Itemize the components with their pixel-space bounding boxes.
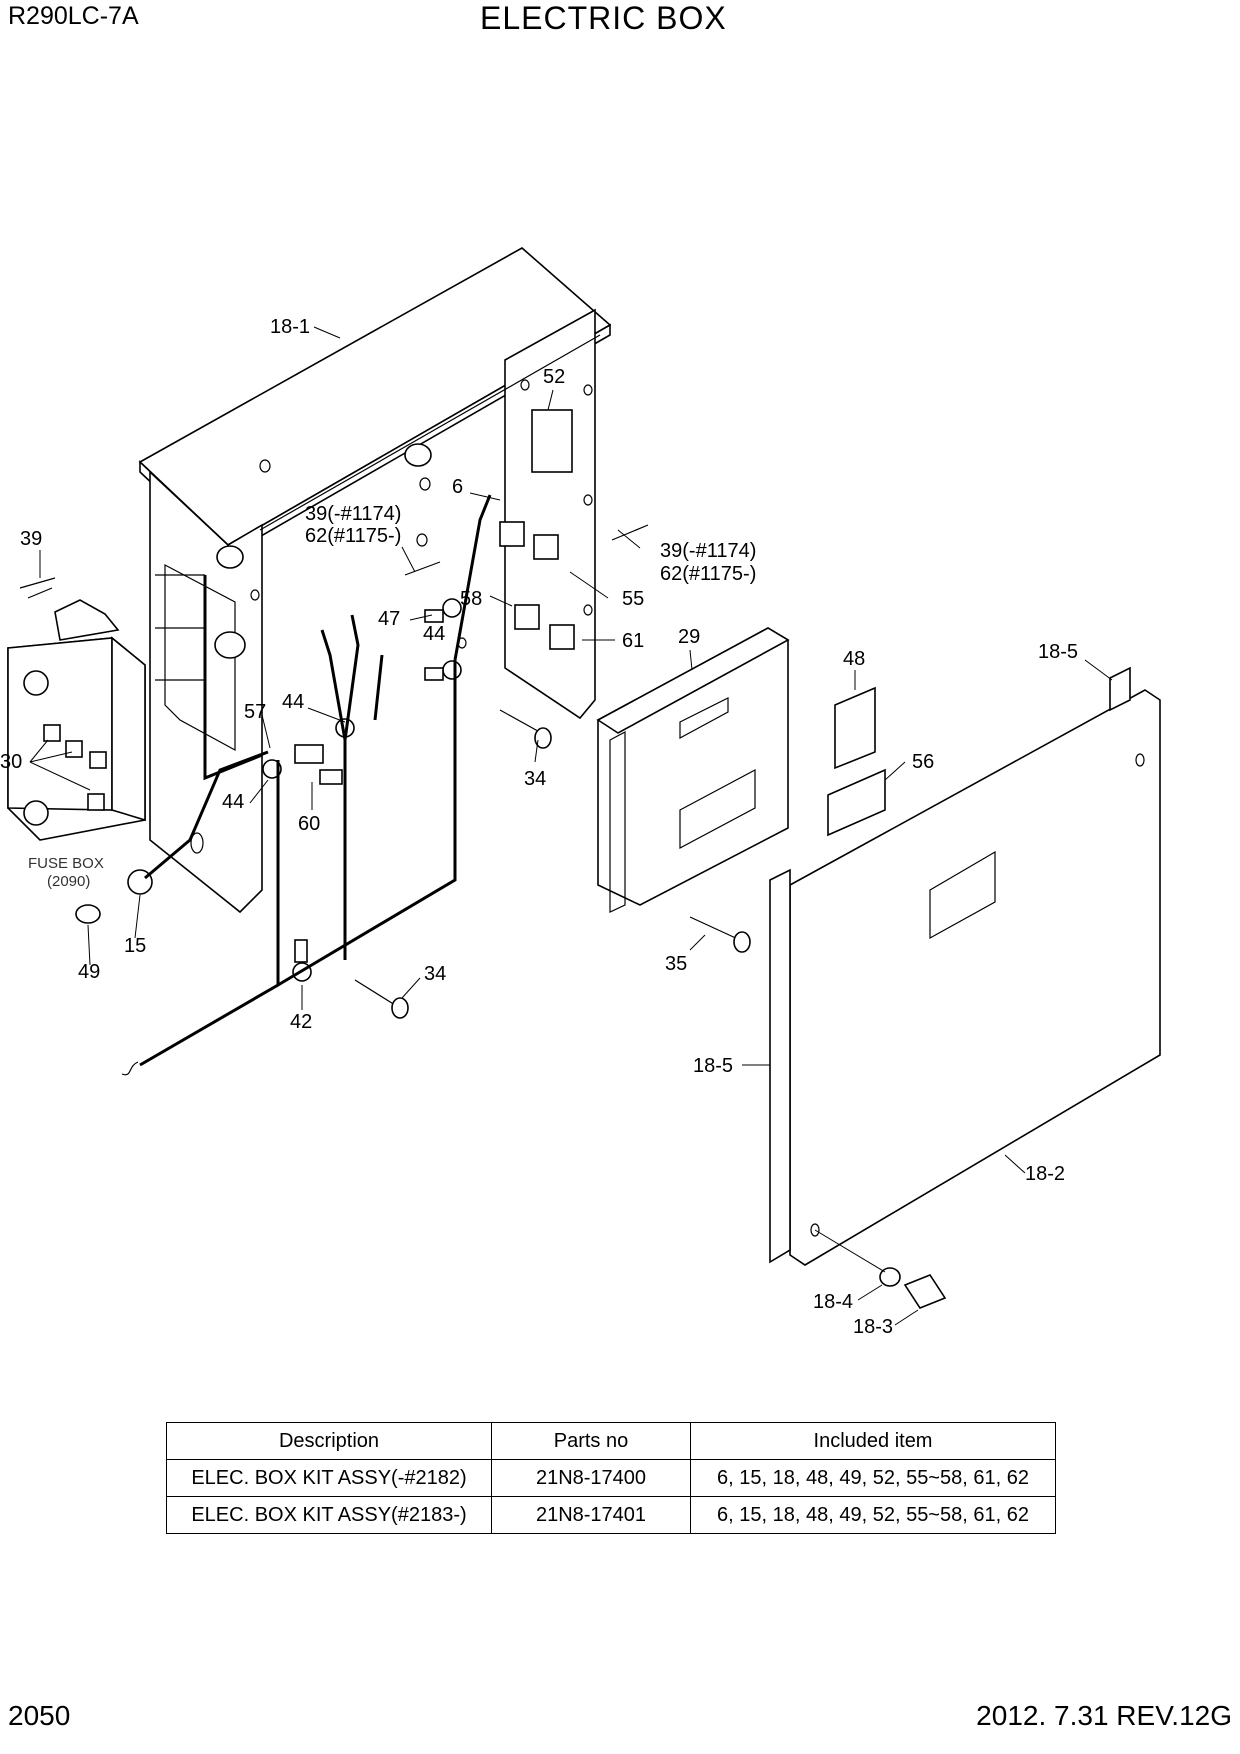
cell-description: ELEC. BOX KIT ASSY(#2183-) [166,1496,492,1534]
callout-18-1: 18-1 [270,316,310,338]
callout-44-lower: 44 [222,791,244,813]
callout-62-upper-2: 62(#1175-) [305,525,401,547]
callout-61: 61 [622,630,644,652]
callout-58: 58 [460,588,482,610]
parts-kit-table: Description Parts no Included item ELEC.… [166,1422,1056,1534]
callout-44-middle: 44 [282,691,304,713]
callout-18-4: 18-4 [813,1291,853,1313]
label-plate-48 [834,686,876,770]
callout-47: 47 [378,608,400,630]
page-number: 2050 [8,1700,71,1731]
callout-48: 48 [843,648,865,670]
callout-57: 57 [244,701,266,723]
cell-parts-no: 21N8-17401 [491,1496,691,1534]
callout-55: 55 [622,588,644,610]
callout-29: 29 [678,626,700,648]
callout-44-upper: 44 [423,623,445,645]
column-header-included-item: Included item [690,1422,1056,1460]
fuse-box [7,599,146,841]
callout-39: 39 [20,528,42,550]
callout-34-lower: 34 [424,963,446,985]
model-number: R290LC-7A [8,2,139,30]
fuse-box-ref: (2090) [47,873,90,890]
callout-labels: 18-1 52 6 39(-#1174) 62(#1175-) 39(-#117… [0,316,1078,1338]
callout-18-3: 18-3 [853,1316,893,1338]
callout-35: 35 [665,953,687,975]
callout-18-5-left: 18-5 [693,1055,733,1077]
callout-56: 56 [912,751,934,773]
wiring-harness [121,494,492,1076]
relays-and-fasteners [19,409,947,1309]
callout-62-right-2: 62(#1175-) [660,563,756,585]
callout-39-right-1: 39(-#1174) [660,540,756,562]
table-row: ELEC. BOX KIT ASSY(#2183-) 21N8-17401 6,… [166,1496,1056,1534]
callout-30: 30 [0,751,22,773]
column-header-description: Description [166,1422,492,1460]
callout-60: 60 [298,813,320,835]
page-title: ELECTRIC BOX [480,0,727,36]
callout-39-upper-1: 39(-#1174) [305,503,401,525]
cell-included-item: 6, 15, 18, 48, 49, 52, 55~58, 61, 62 [690,1459,1056,1497]
callout-6: 6 [452,476,463,498]
callout-52: 52 [543,366,565,388]
box-housing [138,247,612,914]
callout-34-upper: 34 [524,768,546,790]
fuse-box-label: FUSE BOX [28,855,104,872]
callout-49: 49 [78,961,100,983]
cover-plate [769,666,1161,1266]
cell-description: ELEC. BOX KIT ASSY(-#2182) [166,1459,492,1497]
cell-included-item: 6, 15, 18, 48, 49, 52, 55~58, 61, 62 [690,1496,1056,1534]
revision-date: 2012. 7.31 REV.12G [976,1700,1232,1731]
exploded-parts-diagram: 18-1 52 6 39(-#1174) 62(#1175-) 39(-#117… [0,247,1161,1338]
controller-unit [596,627,790,913]
table-header-row: Description Parts no Included item [166,1422,1056,1460]
cell-parts-no: 21N8-17400 [491,1459,691,1497]
table-row: ELEC. BOX KIT ASSY(-#2182) 21N8-17400 6,… [166,1459,1056,1497]
callout-18-5-top: 18-5 [1038,641,1078,663]
callout-15: 15 [124,935,146,957]
callout-18-2: 18-2 [1025,1163,1065,1185]
label-plate-56 [827,768,886,837]
callout-42: 42 [290,1011,312,1033]
column-header-parts-no: Parts no [491,1422,691,1460]
leader-lines [29,326,1113,1326]
